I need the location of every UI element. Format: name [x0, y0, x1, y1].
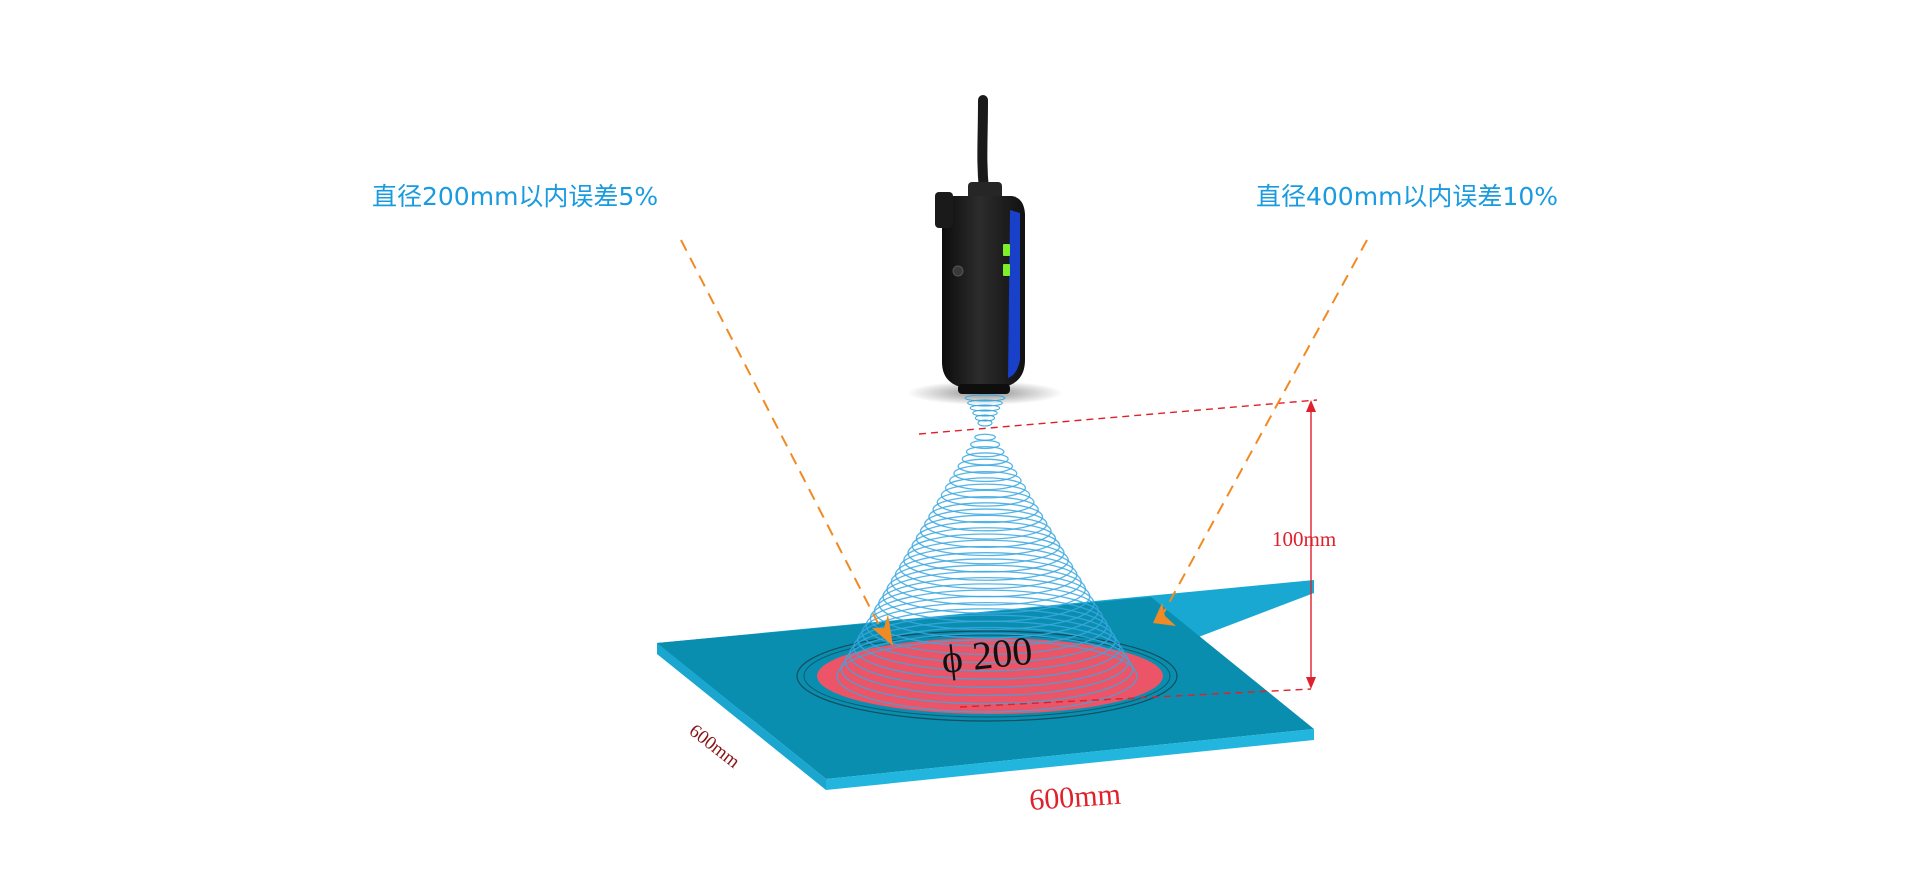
emitter-ring [974, 414, 996, 422]
cone-ring [915, 520, 1057, 557]
left-pointer-line [680, 239, 884, 634]
height-dimension-label: 100mm [1272, 527, 1336, 551]
cone-ring [957, 458, 1014, 474]
diameter-label: ϕ 200 [939, 628, 1034, 682]
cone-ring [919, 514, 1052, 548]
cone-ring [953, 464, 1018, 483]
cone-ring [944, 477, 1027, 499]
target-spot [796, 630, 1178, 722]
cone-ring [928, 502, 1044, 532]
cone-ring [969, 439, 1001, 450]
emitter-ring [972, 409, 998, 417]
sensor-face [958, 384, 1010, 394]
width-dimension-label: 600mm [1028, 778, 1122, 817]
cone-ring [848, 620, 1125, 688]
cone-ring [924, 508, 1048, 540]
indicator-led-bottom [1003, 264, 1010, 276]
height-arrow-up [1306, 400, 1316, 412]
cone-ring [936, 489, 1035, 516]
bottom-reference-line [959, 688, 1312, 708]
emitter-ring [967, 399, 1003, 407]
cone-ring [844, 626, 1130, 697]
indicator-led-top [1003, 244, 1010, 256]
orange-arrowhead-icon [1153, 603, 1176, 626]
cone-ring [890, 558, 1082, 606]
right-annotation: 直径400mm以内误差10% [1256, 182, 1558, 211]
sensor-cable [977, 95, 989, 195]
cone-ring [974, 433, 996, 441]
cone-ring [949, 470, 1022, 491]
height-dimension: 100mm [918, 399, 1336, 708]
ultrasonic-sensor-icon [907, 95, 1063, 427]
teach-button [952, 265, 964, 277]
left-annotation: 直径200mm以内误差5% [372, 182, 658, 211]
depth-dimension-label: 600mm [685, 720, 744, 772]
cone-ring [965, 446, 1005, 458]
emitter-ring [964, 394, 1006, 402]
cone-ring [911, 527, 1061, 565]
outer-range-ring [796, 630, 1178, 722]
ultrasonic-cone [836, 433, 1138, 713]
inner-target-disc [817, 638, 1163, 714]
cone-ring [836, 639, 1138, 713]
left-pointer [680, 239, 893, 646]
cone-ring [940, 483, 1031, 507]
sensor-blue-stripe [1008, 210, 1020, 378]
emitter-ring [977, 419, 993, 427]
emitter-ring [969, 404, 1001, 412]
cone-ring [932, 495, 1039, 524]
plate-front-edge [826, 729, 1314, 790]
right-pointer-line [1163, 239, 1368, 613]
emitter-rings [964, 394, 1006, 427]
cone-ring [840, 633, 1134, 705]
sensor-top-notch [935, 192, 953, 228]
right-pointer [1153, 239, 1368, 626]
plate-left-edge [657, 643, 826, 790]
height-arrow-down [1306, 677, 1316, 689]
orange-arrowhead-icon [872, 614, 893, 646]
top-reference-line [918, 399, 1318, 435]
outer-range-ring-inner [803, 634, 1171, 718]
